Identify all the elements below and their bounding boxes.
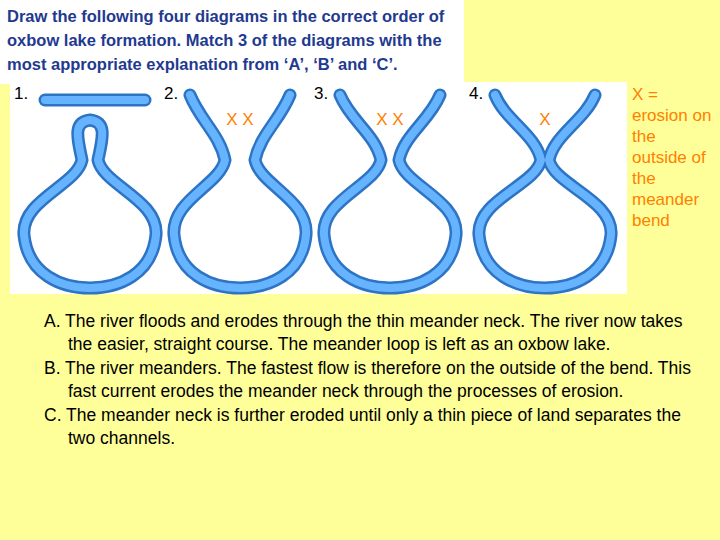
erosion-mark: X (539, 110, 550, 130)
oxbow-lake-bank (24, 120, 156, 288)
explanation: B. The river meanders. The fastest flow … (44, 357, 710, 403)
erosion-mark: X X (376, 110, 403, 130)
oxbow-lake-water (24, 120, 156, 288)
title-panel (0, 0, 464, 84)
title-text: Draw the following four diagrams in the … (7, 4, 459, 76)
diagram-number: 4. (469, 84, 483, 104)
diagram-number: 1. (14, 84, 28, 104)
key-note: X = erosion on the outside of the meande… (632, 84, 714, 231)
diagram-panel (10, 82, 627, 294)
meander-thin-neck-water (479, 95, 611, 288)
erosion-mark: X X (226, 110, 253, 130)
diagram-number: 3. (314, 84, 328, 104)
meander-wide-neck-water (174, 95, 306, 288)
explanation: A. The river floods and erodes through t… (44, 310, 710, 356)
diagram-number: 2. (164, 84, 178, 104)
meander-narrow-neck-bank (324, 95, 456, 288)
straight-channel-water (45, 96, 145, 104)
river-channels (24, 95, 611, 288)
explanation: C. The meander neck is further eroded un… (44, 404, 710, 450)
meander-thin-neck-bank (479, 95, 611, 288)
meander-wide-neck-bank (174, 95, 306, 288)
straight-channel-bank (45, 94, 145, 107)
meander-narrow-neck-water (324, 95, 456, 288)
